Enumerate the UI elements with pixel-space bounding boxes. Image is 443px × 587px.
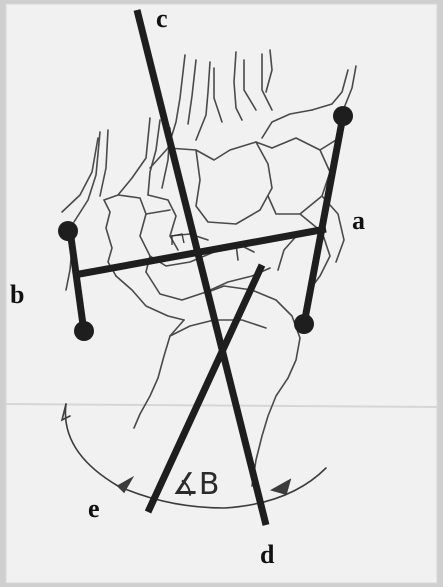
dot-b-top — [58, 221, 78, 241]
label-b: b — [10, 282, 24, 308]
label-e: e — [88, 496, 100, 522]
dot-a-top — [333, 106, 353, 126]
angle-annotation: ∡B — [172, 467, 219, 502]
label-a: a — [352, 208, 365, 234]
dot-b-bottom — [74, 321, 94, 341]
label-d: d — [260, 542, 274, 568]
paper-sheet — [6, 4, 437, 583]
label-c: c — [156, 6, 168, 32]
dot-a-bottom — [294, 314, 314, 334]
